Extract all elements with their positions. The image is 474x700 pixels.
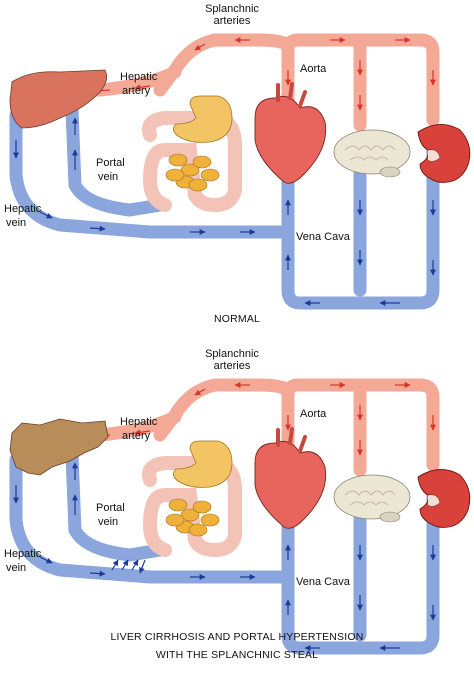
heart-icon xyxy=(254,95,327,184)
vein-segment xyxy=(65,448,167,562)
label-hepatic-vein: vein xyxy=(6,217,26,229)
label-hepatic-artery: artery xyxy=(122,85,151,97)
artery-flow-arrow xyxy=(134,84,151,91)
panel-caption: WITH THE SPLANCHNIC STEAL xyxy=(156,649,318,661)
kidney-icon xyxy=(417,469,471,528)
panel-caption: LIVER CIRRHOSIS AND PORTAL HYPERTENSION xyxy=(110,631,363,643)
vein-flow-arrow xyxy=(89,570,106,577)
kidney-icon xyxy=(417,124,471,183)
label-hepatic-artery: Hepatic xyxy=(120,71,158,83)
artery-flow-arrow xyxy=(194,43,206,51)
vein-segment xyxy=(9,108,295,239)
artery-flow-arrow xyxy=(194,388,206,396)
label-aorta: Aorta xyxy=(300,408,327,420)
label-portal-vein: Portal xyxy=(96,502,125,514)
vein-segment xyxy=(9,453,295,584)
vein-flow-arrow xyxy=(39,556,53,564)
liver-icon xyxy=(9,418,109,476)
label-aorta: Aorta xyxy=(300,63,327,75)
label-splanchnic-arteries: arteries xyxy=(214,15,251,27)
flow-arrows xyxy=(13,37,436,306)
label-vena-cava: Vena Cava xyxy=(296,576,351,588)
artery-flow-arrow xyxy=(134,429,151,436)
vein-segment xyxy=(281,143,440,310)
collateral-flow-arrow xyxy=(121,559,129,571)
cerebellum xyxy=(379,166,401,178)
cerebellum xyxy=(379,511,401,523)
vein-segment xyxy=(281,488,440,655)
brain-folds xyxy=(344,490,396,506)
vein-segment xyxy=(65,103,167,217)
kidney-pelvis xyxy=(427,494,441,507)
artery-segment xyxy=(153,33,295,97)
label-splanchnic-arteries: Splanchnic xyxy=(205,3,259,15)
label-splanchnic-arteries: Splanchnic xyxy=(205,348,259,360)
label-portal-vein: vein xyxy=(98,516,118,528)
label-portal-vein: Portal xyxy=(96,157,125,169)
collateral-flow-arrow xyxy=(139,559,146,574)
heart-vessels xyxy=(276,427,307,453)
small-intestine-icon xyxy=(165,153,220,192)
small-intestine-icon xyxy=(165,498,220,537)
label-hepatic-vein: vein xyxy=(6,562,26,574)
heart-icon xyxy=(254,440,327,529)
brain-folds xyxy=(344,145,396,161)
liver-icon xyxy=(9,69,108,129)
kidney-pelvis xyxy=(427,149,441,162)
label-splanchnic-arteries: arteries xyxy=(214,360,251,372)
label-hepatic-artery: artery xyxy=(122,430,151,442)
stomach-icon xyxy=(173,440,233,488)
label-hepatic-vein: Hepatic xyxy=(4,203,42,215)
heart-vessels xyxy=(276,82,307,108)
label-hepatic-artery: Hepatic xyxy=(120,416,158,428)
collateral-flow-arrow xyxy=(131,559,139,571)
label-vena-cava: Vena Cava xyxy=(296,231,351,243)
brain-icon xyxy=(333,129,411,175)
stomach-icon xyxy=(173,95,233,143)
label-hepatic-vein: Hepatic xyxy=(4,548,42,560)
brain-icon xyxy=(333,474,411,520)
panel-caption: NORMAL xyxy=(214,313,260,325)
label-portal-vein: vein xyxy=(98,171,118,183)
artery-segment xyxy=(153,378,295,442)
vein-flow-arrow xyxy=(89,225,106,232)
vein-flow-arrow xyxy=(39,211,53,219)
collateral-flow-arrow xyxy=(111,559,119,571)
